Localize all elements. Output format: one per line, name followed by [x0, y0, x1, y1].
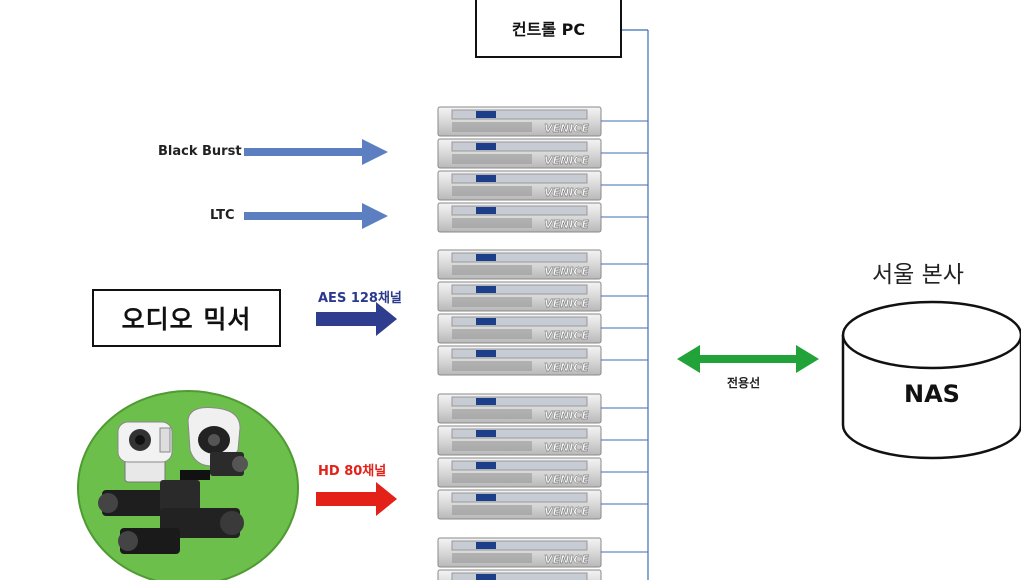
black-burst-label: Black Burst — [158, 144, 242, 159]
dedicated-line-label: 전용선 — [727, 376, 761, 390]
venice-server-unit: VENICE — [437, 393, 648, 424]
venice-server-unit: VENICE — [437, 281, 648, 312]
ptz-camera-icon — [117, 421, 173, 483]
venice-brand-label: VENICE — [544, 265, 589, 278]
venice-server-unit: VENICE — [437, 489, 648, 520]
ltc-label: LTC — [210, 208, 235, 223]
venice-brand-label: VENICE — [544, 186, 589, 199]
dedicated-line-arrow — [677, 345, 819, 373]
aes-label: AES 128채널 — [318, 291, 402, 306]
server-stack: VENICE VENICE VENICE VENICE VENICE VENICE VENI… — [437, 106, 648, 580]
dome-camera-icon — [187, 407, 241, 467]
audio-mixer-box: 오디오 믹서 — [92, 289, 281, 347]
venice-brand-label: VENICE — [544, 473, 589, 486]
venice-brand-label: VENICE — [544, 329, 589, 342]
venice-server-unit: VENICE — [437, 202, 648, 233]
venice-server-unit: VENICE — [437, 425, 648, 456]
black-burst-arrow — [244, 139, 388, 165]
venice-brand-label: VENICE — [544, 441, 589, 454]
camcorder-icon-2 — [118, 452, 248, 554]
control-pc-label: 컨트롤 PC — [511, 20, 586, 39]
venice-brand-label: VENICE — [544, 218, 589, 231]
venice-brand-label: VENICE — [544, 505, 589, 518]
venice-brand-label: VENICE — [544, 154, 589, 167]
venice-server-unit: VENICE — [437, 457, 648, 488]
venice-brand-label: VENICE — [544, 122, 589, 135]
venice-server-unit: VENICE — [437, 249, 648, 280]
nas-title: 서울 본사 — [872, 262, 964, 288]
venice-server-unit: VENICE — [437, 106, 648, 137]
ltc-arrow — [244, 203, 388, 229]
venice-server-unit: VENICE — [437, 170, 648, 201]
nas-label: NAS — [904, 380, 960, 408]
venice-brand-label: VENICE — [544, 553, 589, 566]
control-pc-box: 컨트롤 PC — [475, 0, 622, 58]
venice-server-unit: VENICE — [437, 537, 648, 568]
venice-brand-label: VENICE — [544, 361, 589, 374]
venice-server-unit: VENICE — [437, 138, 648, 169]
aes-arrow — [316, 302, 397, 336]
venice-server-unit: VENICE — [437, 313, 648, 344]
nas-cylinder — [841, 300, 1021, 460]
camcorder-icon — [98, 470, 210, 516]
hd-label: HD 80채널 — [318, 464, 387, 479]
venice-brand-label: VENICE — [544, 409, 589, 422]
venice-brand-label: VENICE — [544, 297, 589, 310]
hd-arrow — [316, 482, 397, 516]
camera-group — [77, 390, 299, 580]
venice-server-unit: VENICE — [437, 345, 648, 376]
venice-server-unit: VENICE — [437, 569, 602, 580]
audio-mixer-label: 오디오 믹서 — [121, 305, 252, 334]
